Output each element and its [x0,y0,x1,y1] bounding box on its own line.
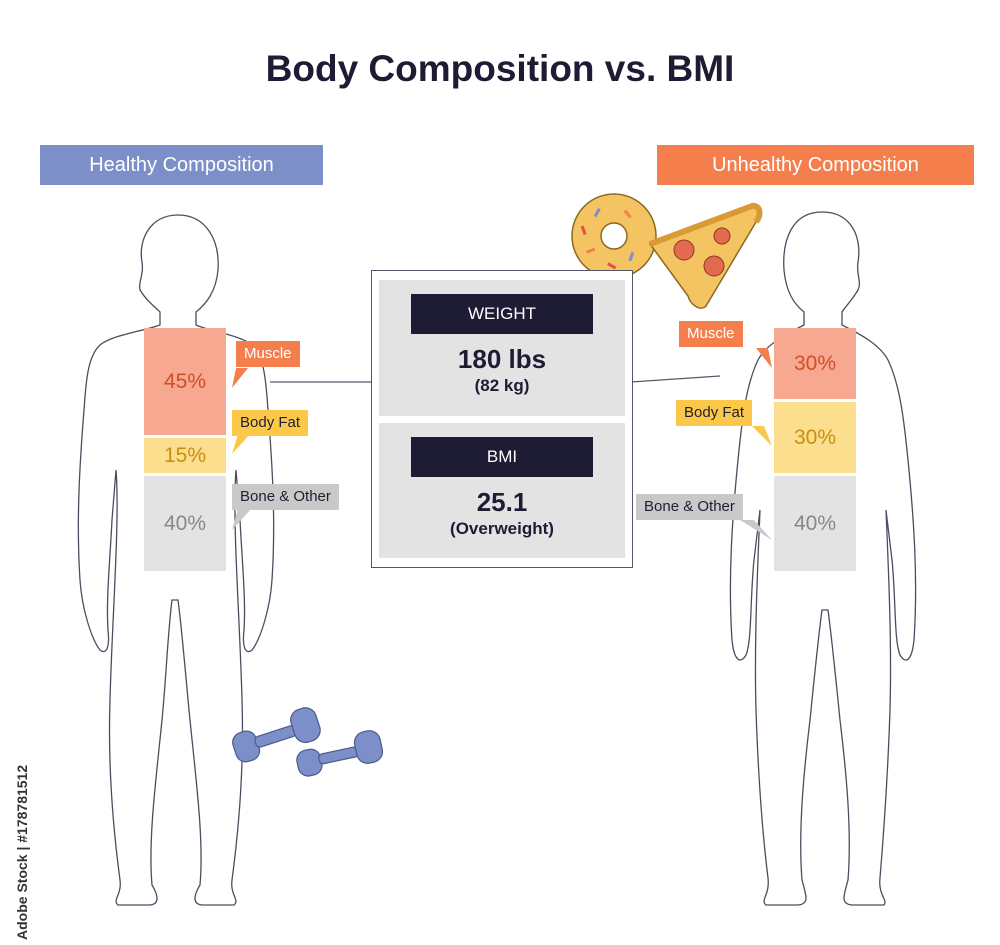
pointer-muscle-right [756,348,772,368]
healthy-bone-block: 40% [144,476,226,571]
pointer-bone-left [232,508,252,530]
bmi-value: 25.1 [476,487,528,517]
weight-bmi-box: WEIGHT 180 lbs (82 kg) BMI 25.1 (Overwei… [371,270,633,568]
unhealthy-fat-label: Body Fat [676,400,753,426]
healthy-composition-label: Healthy Composition [40,145,323,185]
weight-heading: WEIGHT [411,294,593,334]
pizza-slice-illustration [648,202,763,309]
weight-sub: (82 kg) [474,376,530,395]
healthy-body-outline [77,214,275,906]
bmi-heading: BMI [411,437,593,477]
bmi-panel: BMI 25.1 (Overweight) [379,423,625,558]
donut-illustration [571,193,657,279]
stock-watermark: Adobe Stock | #178781512 [14,764,30,940]
healthy-bone-value: 40% [163,511,207,535]
unhealthy-muscle-label: Muscle [679,321,743,347]
unhealthy-bone-label: Bone & Other [636,494,743,520]
page-title: Body Composition vs. BMI [265,48,735,89]
healthy-muscle-block: 45% [144,328,226,435]
unhealthy-fat-value: 30% [793,425,837,449]
unhealthy-fat-block: 30% [774,402,856,473]
weight-value: 180 lbs [457,344,547,374]
unhealthy-bone-block: 40% [774,476,856,571]
dumbbells-illustration [232,707,384,777]
pointer-muscle-left [232,368,248,388]
connector-line-right [630,375,721,383]
weight-panel: WEIGHT 180 lbs (82 kg) [379,280,625,416]
healthy-muscle-value: 45% [163,369,207,393]
pointer-fat-left [232,434,250,454]
unhealthy-body-outline [729,211,917,906]
healthy-fat-value: 15% [163,443,207,467]
unhealthy-muscle-value: 30% [793,351,837,375]
healthy-bone-label: Bone & Other [232,484,339,510]
pointer-bone-right [740,520,772,540]
bmi-sub: (Overweight) [450,519,554,538]
unhealthy-muscle-block: 30% [774,328,856,399]
pointer-fat-right [752,426,772,446]
unhealthy-composition-label: Unhealthy Composition [657,145,974,185]
unhealthy-bone-value: 40% [793,511,837,535]
healthy-muscle-label: Muscle [236,341,300,367]
healthy-fat-label: Body Fat [232,410,309,436]
healthy-fat-block: 15% [144,438,226,473]
